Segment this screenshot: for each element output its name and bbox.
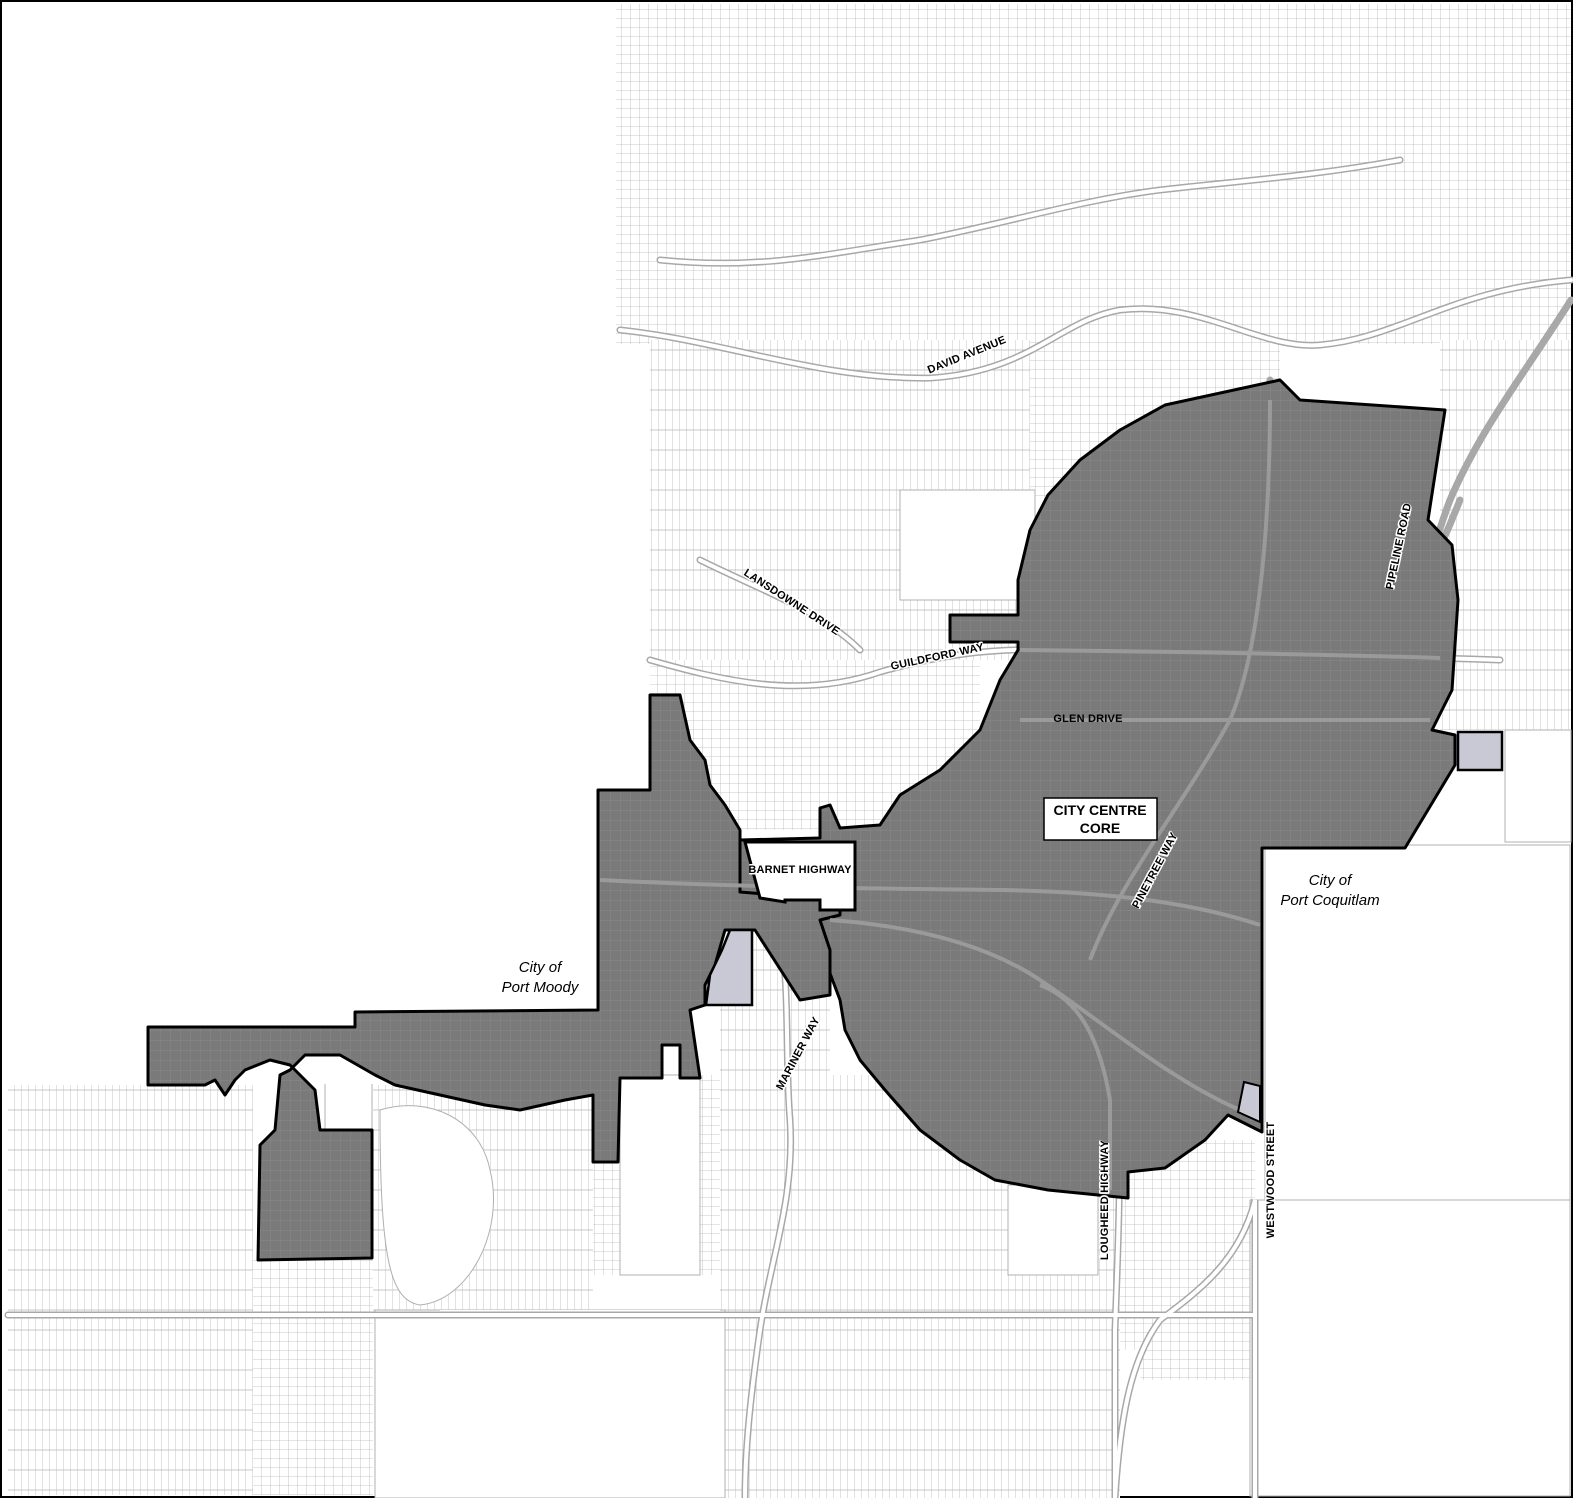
highlight-parcel-south [1236,1080,1261,1124]
highlight-parcel-west [704,928,754,1007]
label-lougheed-highway: LOUGHEED HIGHWAY [1099,1139,1111,1260]
label-westwood-street: WESTWOOD STREET [1265,1122,1277,1239]
svg-text:LOUGHEED HIGHWAY: LOUGHEED HIGHWAY [1099,1141,1111,1259]
open-areas [10,4,1571,1498]
core-west-arm [146,693,842,1262]
port-moody-label-line2: Port Moody [502,979,580,996]
core-label-line1: CITY CENTRE [1053,802,1146,818]
core-label: CITY CENTRE CORE [1043,797,1158,841]
svg-text:BARNET HIGHWAY: BARNET HIGHWAY [750,864,851,876]
port-coquitlam-label-line1: City of [1309,872,1353,889]
port-coquitlam-label-line2: Port Coquitlam [1280,892,1379,909]
core-label-line2: CORE [1080,820,1120,836]
highlight-parcel-east [1456,730,1504,772]
port-moody-label-line1: City of [519,959,563,976]
city-centre-core-area [146,378,1504,1262]
barnet-cutout [743,840,857,912]
label-glen-drive: GLEN DRIVE [1053,713,1122,725]
svg-text:WESTWOOD STREET: WESTWOOD STREET [1265,1123,1277,1237]
core-east-lobe [738,378,1460,1200]
label-barnet-highway: BARNET HIGHWAY [748,864,852,876]
